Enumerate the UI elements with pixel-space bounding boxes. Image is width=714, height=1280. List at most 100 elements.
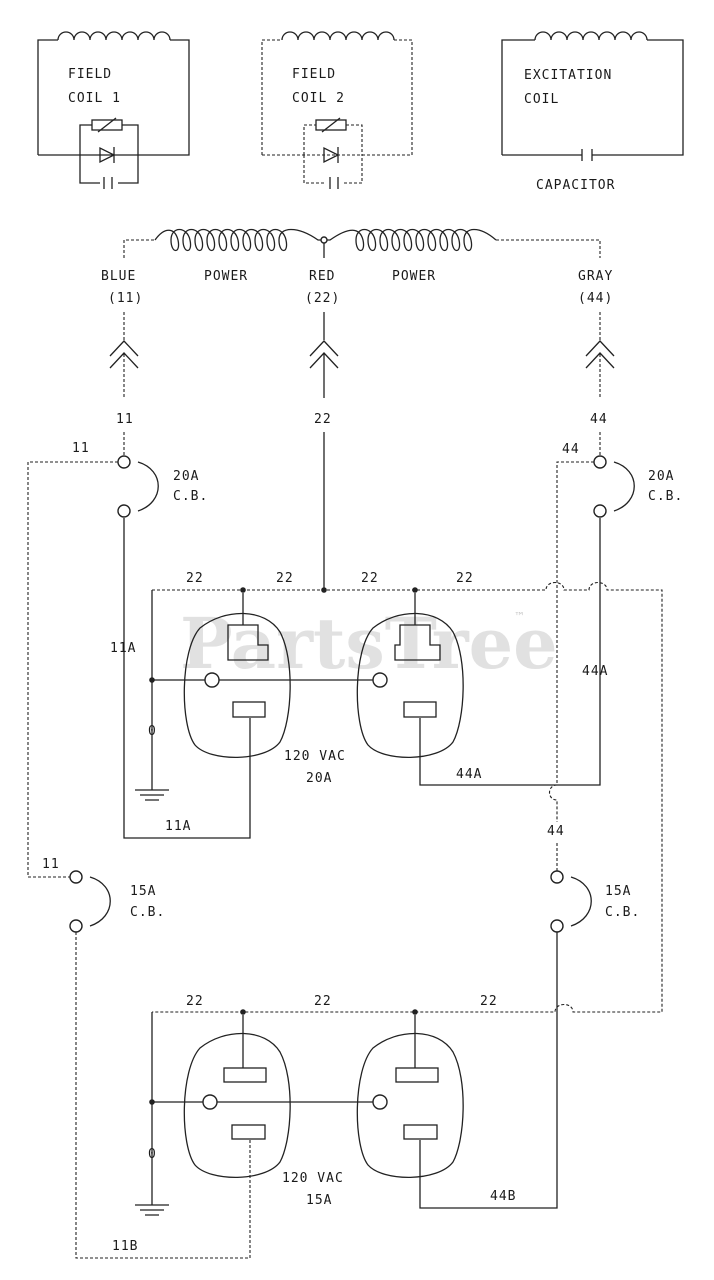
power-windings: POWER POWER BLUE (11) RED (22) GRAY (44) [101, 228, 613, 306]
outlet-rating: 20A [306, 771, 332, 786]
circuit-breaker-15a-right: 15A C.B. [550, 870, 640, 933]
wire-label-22: 22 [186, 994, 204, 1009]
outlet-body [356, 612, 464, 759]
coil-label-line2: COIL 1 [68, 91, 121, 106]
watermark-trademark: ™ [514, 610, 525, 623]
breaker-rating: 15A [130, 884, 156, 899]
outlet-20a-right [356, 593, 464, 759]
wire-label-22: 22 [314, 412, 332, 427]
outlet-slot [223, 1067, 267, 1083]
wire-label-44: 44 [547, 824, 565, 839]
coil-label-line1: EXCITATION [524, 68, 612, 83]
circuit-breaker-20a-right: 20A C.B. [593, 455, 683, 518]
wire-label-11: 11 [72, 441, 90, 456]
diode-icon [323, 146, 340, 164]
outlet-rating: 15A [306, 1193, 332, 1208]
capacitor-icon [329, 177, 339, 189]
breaker-label: C.B. [130, 905, 165, 920]
outlet-ground-pin [204, 672, 220, 688]
wire-label-22: 22 [186, 571, 204, 586]
breaker-arc-icon [570, 876, 592, 927]
outlet-ground-pin [372, 672, 388, 688]
coil-label-line2: COIL 2 [292, 91, 345, 106]
breaker-label: C.B. [648, 489, 683, 504]
watermark: PartsTree ™ [180, 602, 558, 685]
wire-label-44: 44 [562, 442, 580, 457]
power-label-left: POWER [204, 269, 248, 284]
connectors: 11 22 44 [109, 312, 615, 427]
circuit-breaker-20a-left: 20A C.B. [117, 455, 207, 518]
wiring: 11 11A 11A 22 22 22 22 22 22 22 0 0 44 4… [27, 432, 663, 1259]
outlet-ground-pin [202, 1094, 218, 1110]
breaker-rating: 15A [605, 884, 631, 899]
wire-label-11A: 11A [110, 641, 136, 656]
gray-wire-label: GRAY [578, 269, 613, 284]
wire-label-22: 22 [276, 571, 294, 586]
gray-wire-number: (44) [578, 291, 613, 306]
power-winding-left [154, 228, 324, 252]
coil-winding [534, 31, 648, 41]
outlet-slot [231, 1124, 266, 1140]
outlet-slot [403, 1124, 438, 1140]
wire-label-22: 22 [480, 994, 498, 1009]
wire-label-11: 11 [42, 857, 60, 872]
capacitor-icon [103, 177, 113, 189]
outlet-slot [232, 701, 266, 718]
blue-wire-number: (11) [108, 291, 143, 306]
outlet-slot [403, 701, 437, 718]
wire-label-11: 11 [116, 412, 134, 427]
wire-label-11B: 11B [112, 1239, 138, 1254]
outlet-slot-t [227, 624, 269, 661]
power-label-right: POWER [392, 269, 436, 284]
blue-wire-label: BLUE [101, 269, 136, 284]
wire-label-22: 22 [314, 994, 332, 1009]
diode-icon [99, 146, 116, 164]
outlet-voltage: 120 VAC [284, 749, 346, 764]
junction-dot [240, 1009, 246, 1015]
wire-label-0: 0 [148, 724, 157, 739]
junction-dot [321, 587, 327, 593]
resistor-icon [91, 119, 123, 131]
outlet-body [356, 1032, 464, 1179]
ground-icon [135, 1204, 169, 1216]
red-wire-number: (22) [305, 291, 340, 306]
wire-label-44: 44 [590, 412, 608, 427]
wire-label-22: 22 [456, 571, 474, 586]
circuit-breaker-15a-left: 15A C.B. [69, 870, 165, 933]
breaker-rating: 20A [648, 469, 674, 484]
watermark-text: PartsTree [180, 602, 558, 685]
outlet-ground-pin [372, 1094, 388, 1110]
capacitor-label: CAPACITOR [536, 178, 615, 193]
coil-winding [281, 31, 395, 41]
excitation-coil: EXCITATION COIL CAPACITOR [501, 31, 684, 193]
outlet-voltage: 120 VAC [282, 1171, 344, 1186]
outlet-body [183, 612, 291, 759]
breaker-arc-icon [613, 461, 635, 512]
breaker-arc-icon [89, 876, 111, 927]
outlet-slot [395, 1067, 439, 1083]
field-coil-2: FIELD COIL 2 [261, 31, 413, 189]
red-wire-label: RED [309, 269, 335, 284]
wire-label-44A: 44A [456, 767, 482, 782]
connector-icon [309, 340, 339, 369]
outlet-15a-right [356, 1015, 464, 1179]
ground-icon [135, 789, 169, 801]
junction-dot [240, 587, 246, 593]
wire-label-44B: 44B [490, 1189, 516, 1204]
outlet-slot-t [394, 624, 441, 661]
junction-dot [412, 1009, 418, 1015]
wire-label-22: 22 [361, 571, 379, 586]
field-coil-1: FIELD COIL 1 [37, 31, 190, 189]
wire-label-0: 0 [148, 1147, 157, 1162]
outlet-15a-left [183, 1015, 291, 1179]
center-tap [320, 236, 328, 244]
coil-label-line1: FIELD [68, 67, 112, 82]
coil-winding [57, 31, 171, 41]
breaker-label: C.B. [605, 905, 640, 920]
wire-label-44A: 44A [582, 664, 608, 679]
power-winding-right [324, 228, 497, 252]
junction-dot [412, 587, 418, 593]
resistor-icon [315, 119, 347, 131]
coil-label-line2: COIL [524, 92, 559, 107]
